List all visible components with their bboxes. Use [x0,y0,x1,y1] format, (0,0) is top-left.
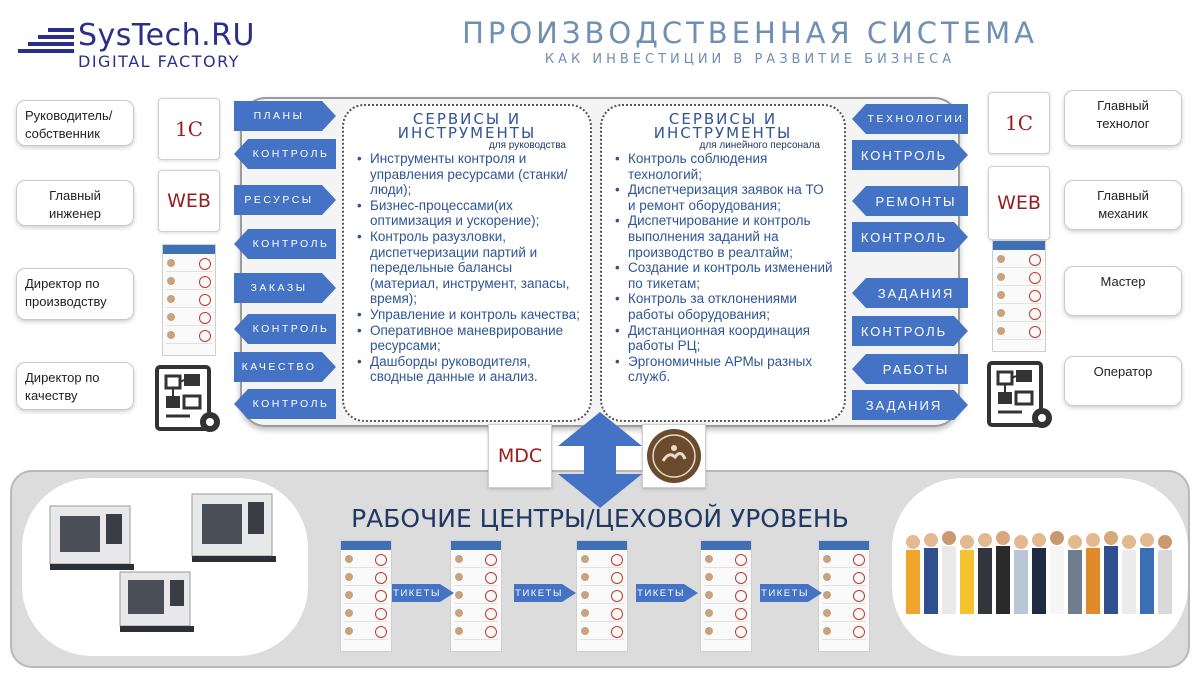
list-item: Контроль разузловки, диспетчеризации пар… [354,229,580,307]
list-item: Контроль за отклонениями работы оборудов… [612,291,834,322]
arrow-control: КОНТРОЛЬ [234,314,336,344]
system-web-left: WEB [158,170,220,232]
list-item: Эргономичные АРМы разных служб. [612,354,834,385]
systech-logo: SysTech.RU DIGITAL FACTORY [18,18,288,74]
services-list-management: Инструменты контроля и управления ресурс… [354,151,580,385]
arrow-control: КОНТРОЛЬ [234,389,336,419]
role-quality-director: Директор по качеству [16,362,134,410]
role-chief-mechanic: Главный механик [1064,180,1182,230]
arrow-orders: ЗАКАЗЫ [234,273,336,303]
mobile-screen [450,540,502,652]
system-1c-left: 1С [158,98,220,160]
list-item: Диспетчирование и контроль выполнения за… [612,213,834,260]
list-item: Диспетчеризация заявок на ТО и ремонт об… [612,182,834,213]
mobile-screen [576,540,628,652]
logo-bars-icon [18,28,74,56]
services-list-line-staff: Контроль соблюдения технологий; Диспетче… [612,151,834,385]
card-audience-line-staff: для линейного персонала [699,140,821,151]
list-item: Бизнес-процессами(их оптимизация и ускор… [354,198,580,229]
list-item: Оперативное маневрирование ресурсами; [354,323,580,354]
arrow-tickets: ТИКЕТЫ [514,584,576,602]
workflow-settings-icon-left [155,365,220,432]
list-item: Управление и контроль качества; [354,307,580,323]
arrow-repairs: РЕМОНТЫ [852,186,968,216]
card-title-management: СЕРВИСЫ И ИНСТРУМЕНТЫ [397,110,537,142]
system-1c-right: 1С [988,92,1050,154]
system-web-right: WEB [988,166,1050,240]
role-chief-engineer: Главный инженер [16,180,134,226]
card-title-line-staff: СЕРВИСЫ И ИНСТРУМЕНТЫ [653,110,793,142]
arrow-technologies: ТЕХНОЛОГИИ [852,104,968,134]
arrow-tickets: ТИКЕТЫ [392,584,454,602]
workflow-settings-icon-right [987,361,1052,428]
cnc-machine-icon [119,571,194,632]
bidirectional-arrow-icon [558,412,642,508]
list-item: Дистанционная координация работы РЦ; [612,323,834,354]
workers-group-icon [906,531,1172,614]
page-subtitle: КАК ИНВЕСТИЦИИ В РАЗВИТИЕ БИЗНЕСА [544,52,956,67]
logo-name: SysTech.RU [78,18,255,53]
arrow-control: КОНТРОЛЬ [852,222,968,252]
arrow-control: КОНТРОЛЬ [234,229,336,259]
arrow-resources: РЕСУРСЫ [234,185,336,215]
arrow-tickets: ТИКЕТЫ [760,584,822,602]
mobile-app-left [162,244,216,356]
services-card-line-staff: СЕРВИСЫ И ИНСТРУМЕНТЫ для линейного перс… [600,104,846,422]
arrow-control: КОНТРОЛЬ [852,316,968,346]
cnc-machine-icon [49,505,134,570]
arrow-tasks: ЗАДАНИЯ [852,278,968,308]
system-mdc: MDC [488,424,552,488]
card-audience-management: для руководства [488,140,566,151]
list-item: Контроль соблюдения технологий; [612,151,834,182]
mobile-screen [818,540,870,652]
role-chief-technologist: Главный технолог [1064,90,1182,146]
arrow-tickets: ТИКЕТЫ [636,584,698,602]
arrow-plans: ПЛАНЫ [234,101,336,131]
arrow-control: КОНТРОЛЬ [234,139,336,169]
role-foreman: Мастер [1064,266,1182,316]
arrow-control: КОНТРОЛЬ [852,140,968,170]
role-owner: Руководитель/ собственник [16,100,134,146]
logo-subtitle: DIGITAL FACTORY [78,52,240,71]
services-card-management: СЕРВИСЫ И ИНСТРУМЕНТЫ для руководства Ин… [342,104,592,422]
mobile-app-right [992,240,1046,352]
role-operator: Оператор [1064,356,1182,406]
hand-made-stamp-icon [642,424,706,488]
mobile-screen [700,540,752,652]
page-title: ПРОИЗВОДСТВЕННАЯ СИСТЕМА [462,16,1038,50]
list-item: Дашборды руководителя, сводные данные и … [354,354,580,385]
cnc-machine-icon [191,493,276,562]
list-item: Создание и контроль изменений по тикетам… [612,260,834,291]
arrow-quality: КАЧЕСТВО [234,352,336,382]
list-item: Инструменты контроля и управления ресурс… [354,151,580,198]
role-production-director: Директор по производству [16,268,134,320]
arrow-tasks: ЗАДАНИЯ [852,390,968,420]
arrow-works: РАБОТЫ [852,354,968,384]
floor-title: РАБОЧИЕ ЦЕНТРЫ/ЦЕХОВОЙ УРОВЕНЬ [351,504,849,533]
mobile-screen [340,540,392,652]
